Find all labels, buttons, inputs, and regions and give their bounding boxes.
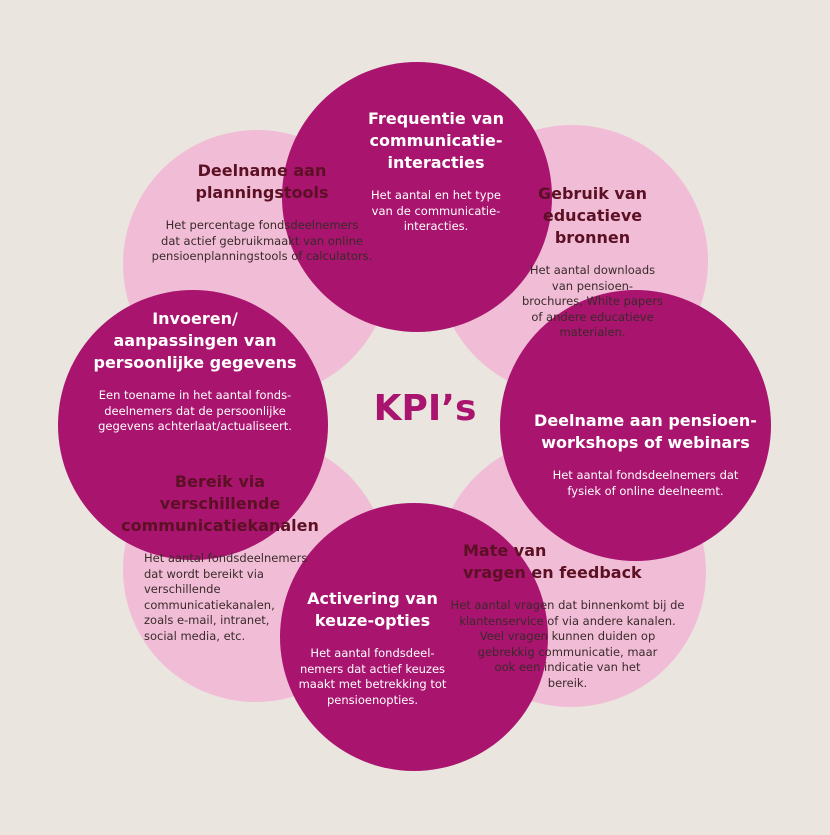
kpi-description: Een toename in het aantal fonds- deelnem… [98,388,292,433]
kpi-description: Het aantal vragen dat binnenkomt bij de … [450,598,685,690]
kpi-description: Het aantal fondsdeel- nemers dat actief … [298,646,447,707]
kpi-planningstools: Deelname aan planningstools Het percenta… [148,160,376,265]
kpi-workshops-webinars: Deelname aan pensioen- workshops of webi… [528,410,763,499]
kpi-description: Het aantal en het type van de communicat… [371,188,501,233]
kpi-vragen-feedback: Mate van vragen en feedback Het aantal v… [445,540,690,691]
kpi-title: Frequentie van communicatie- interacties [368,109,504,172]
kpi-title: Deelname aan planningstools [195,161,329,202]
kpi-title: Invoeren/ aanpassingen van persoonlijke … [93,309,297,372]
kpi-communicatie-interacties: Frequentie van communicatie- interacties… [356,108,516,235]
kpi-description: Het aantal fondsdeelnemers dat wordt ber… [144,551,308,643]
kpi-title: Mate van vragen en feedback [463,541,642,582]
kpi-description: Het aantal fondsdeelnemers dat fysiek of… [552,468,739,498]
kpi-persoonlijke-gegevens: Invoeren/ aanpassingen van persoonlijke … [84,308,306,435]
circle-workshops-webinars [500,290,771,561]
diagram-title: KPI’s [373,388,477,429]
kpi-title: Deelname aan pensioen- workshops of webi… [534,411,757,452]
kpi-communicatiekanalen: Bereik via verschillende communicatiekan… [120,471,320,644]
kpi-title: Bereik via verschillende communicatiekan… [121,472,319,535]
kpi-keuze-opties: Activering van keuze-opties Het aantal f… [290,588,455,708]
kpi-description: Het aantal downloads van pensioen- broch… [521,263,664,339]
kpi-description: Het percentage fondsdeelnemers dat actie… [151,218,373,263]
circle-communicatie-interacties [282,62,552,332]
kpi-title: Gebruik van educatieve bronnen [537,184,648,247]
kpi-title: Activering van keuze-opties [307,589,438,630]
kpi-educatieve-bronnen: Gebruik van educatieve bronnen Het aanta… [500,183,685,341]
circle-persoonlijke-gegevens [58,290,328,560]
circle-keuze-opties [280,503,548,771]
